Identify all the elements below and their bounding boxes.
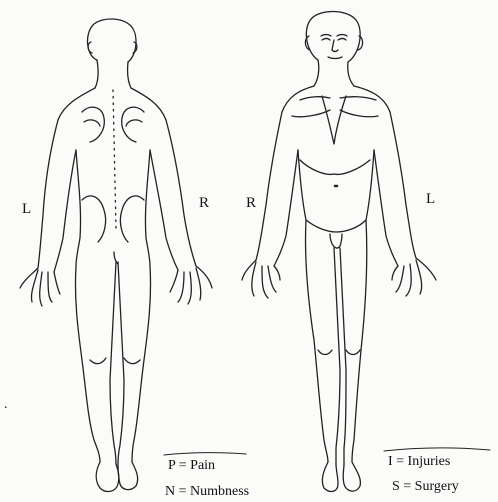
back-neck-right — [128, 62, 131, 88]
front-knee-right — [318, 350, 332, 355]
back-scapula-left — [82, 107, 104, 142]
legend-numbness: N = Numbness — [165, 485, 249, 499]
front-head-outline — [306, 11, 360, 62]
front-chest-contour — [292, 96, 378, 144]
front-leg-left-inner — [340, 248, 346, 464]
front-nose — [332, 40, 338, 52]
back-left-side-label: L — [22, 202, 31, 217]
front-foot-right — [322, 462, 338, 491]
back-buttocks-crease-right — [120, 196, 144, 242]
front-hand-left — [392, 258, 436, 296]
front-eyebrows — [321, 35, 347, 37]
front-pelvis — [306, 220, 366, 232]
back-buttocks-crease-left — [82, 196, 106, 242]
front-knee-left — [346, 350, 360, 355]
back-leg-right-inner — [118, 262, 124, 464]
back-scapula-right — [122, 107, 144, 142]
back-torso-left — [76, 150, 81, 266]
back-foot-right — [118, 462, 138, 490]
back-knee-right — [124, 358, 140, 364]
front-left-side-label: L — [426, 192, 435, 207]
front-foot-left — [343, 462, 360, 491]
front-groin — [330, 234, 342, 248]
back-knee-left — [90, 358, 106, 364]
front-leg-right-outer — [305, 220, 328, 462]
back-hand-right — [170, 266, 212, 304]
front-leg-left-outer — [352, 220, 367, 462]
back-head-outline — [88, 19, 136, 62]
front-ribcage — [300, 160, 370, 174]
back-leg-left-inner — [110, 262, 116, 464]
back-spine — [113, 90, 116, 230]
back-arm-right-inner — [150, 150, 178, 270]
back-neck-left — [95, 60, 98, 88]
legend-surgery: S = Surgery — [392, 480, 459, 494]
front-neck-left — [314, 60, 319, 86]
back-shoulder-right — [131, 88, 166, 120]
legend-underline-right — [384, 448, 490, 451]
front-mouth — [328, 57, 342, 59]
front-arm-right-inner — [274, 150, 298, 266]
back-view-figure — [20, 19, 212, 492]
back-arm-right-outer — [166, 120, 196, 266]
back-right-side-label: R — [199, 196, 209, 211]
back-torso-right — [145, 150, 150, 266]
front-arm-right-outer — [256, 112, 282, 260]
back-shoulder-left — [58, 88, 95, 120]
front-view-figure — [242, 11, 436, 491]
front-neck-right — [348, 62, 354, 86]
front-leg-right-inner — [334, 248, 340, 464]
stray-mark: . — [4, 398, 8, 412]
front-arm-left-outer — [390, 112, 416, 258]
front-torso-left — [298, 150, 306, 220]
back-arm-left-inner — [54, 150, 76, 272]
legend-injuries: I = Injuries — [388, 455, 450, 469]
back-foot-left — [96, 462, 119, 491]
legend-pain: P = Pain — [168, 459, 215, 473]
front-arm-left-inner — [374, 150, 398, 266]
front-right-side-label: R — [246, 196, 256, 211]
back-hand-left — [20, 268, 60, 306]
front-hand-right — [242, 260, 280, 298]
front-clavicles — [300, 97, 376, 100]
legend-underline-left — [164, 453, 246, 455]
front-shoulder-left — [282, 86, 314, 112]
back-arm-left-outer — [38, 120, 58, 268]
